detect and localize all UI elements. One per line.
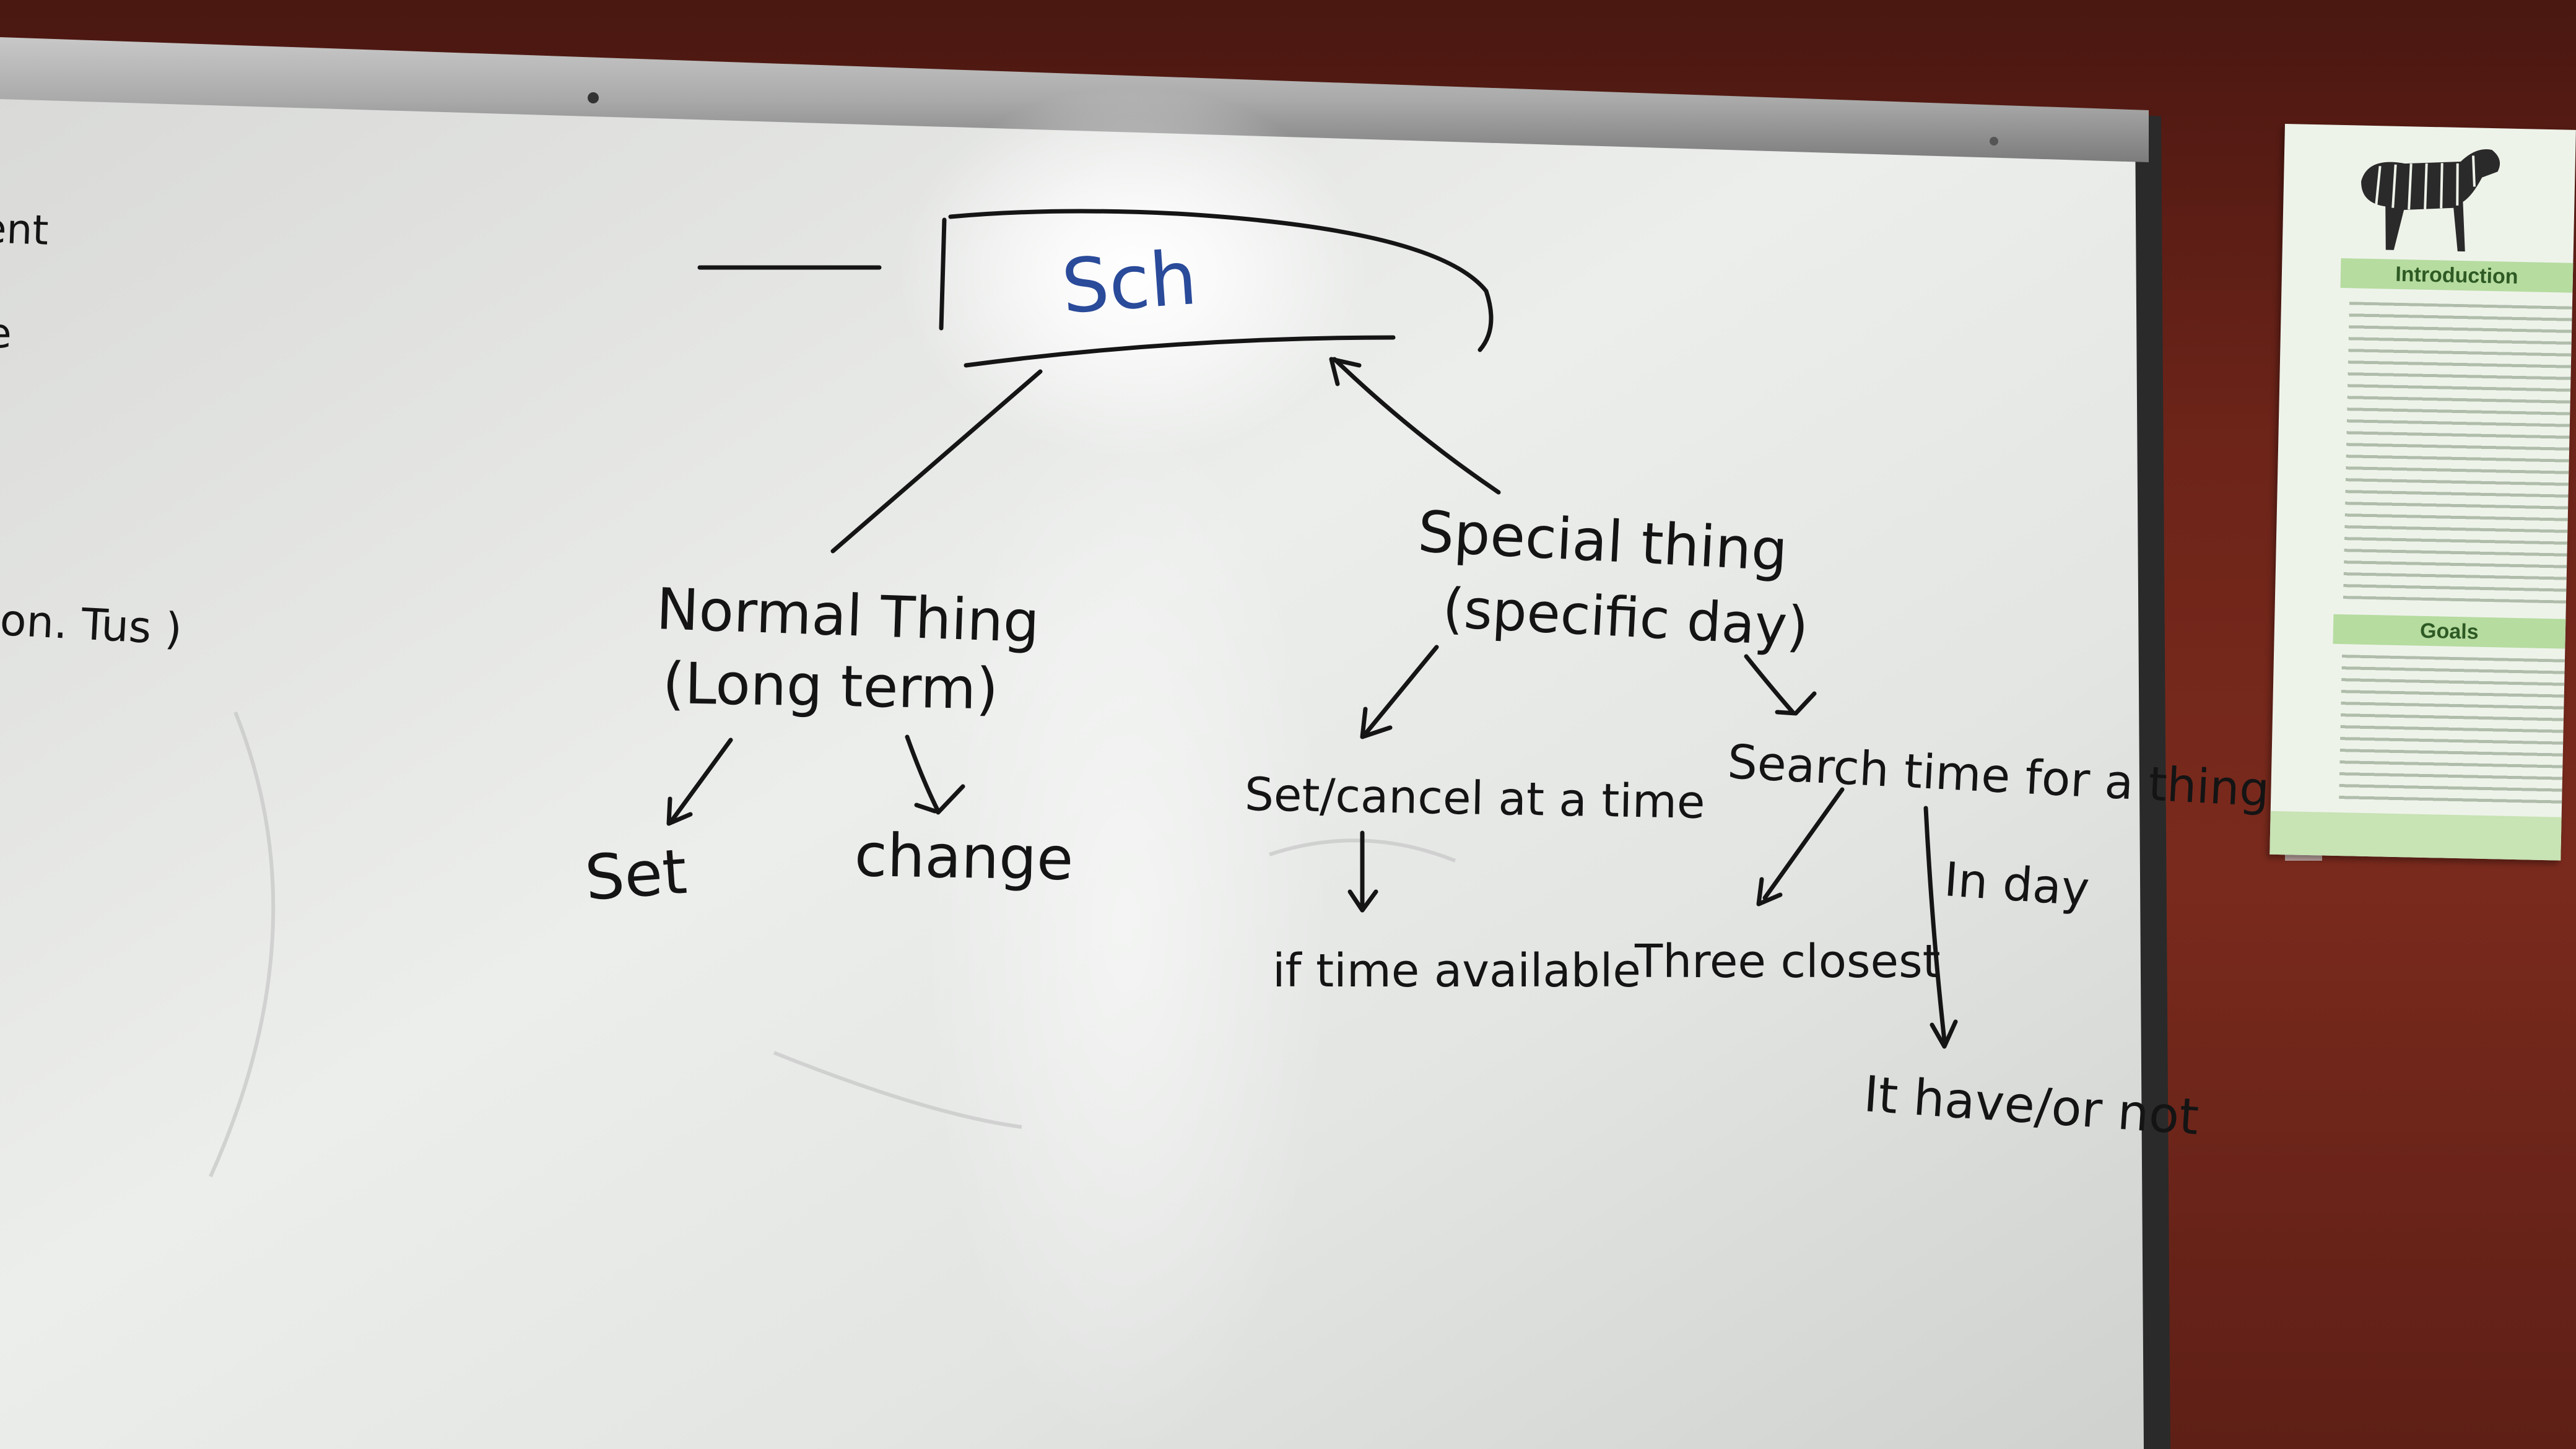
- left-edge-text-2: e: [0, 310, 12, 357]
- change-label: change: [854, 820, 1074, 894]
- set-label: Set: [582, 835, 689, 915]
- goals-heading: Goals: [2333, 614, 2566, 649]
- normal-thing-label: Normal Thing: [655, 576, 1041, 656]
- goals-text-block: [2339, 655, 2565, 808]
- introduction-heading: Introduction: [2340, 258, 2574, 293]
- introduction-text-block: [2343, 302, 2572, 604]
- if-time-available-label: if time available: [1273, 944, 1641, 998]
- poster-footer: [2269, 811, 2562, 861]
- rail-screw: [588, 92, 599, 103]
- research-poster: Introduction Goals: [2269, 124, 2576, 861]
- rail-screw: [1990, 137, 1998, 146]
- in-day-label: In day: [1942, 851, 2092, 917]
- three-closest-label: Three closest: [1635, 935, 1941, 988]
- left-edge-text-3: on. Tus ): [0, 594, 183, 655]
- light-glare-lower: [923, 402, 1331, 1449]
- zebra-image: [2361, 149, 2500, 252]
- root-node-label: Sch: [1059, 235, 1200, 331]
- diagram-lines: [666, 209, 1958, 1049]
- set-cancel-label: Set/cancel at a time: [1244, 768, 1706, 829]
- long-term-label: (Long term): [662, 650, 999, 723]
- light-glare: [898, 87, 1368, 458]
- board-frame-right: [2135, 115, 2170, 1449]
- left-edge-text-1: ent: [0, 204, 50, 255]
